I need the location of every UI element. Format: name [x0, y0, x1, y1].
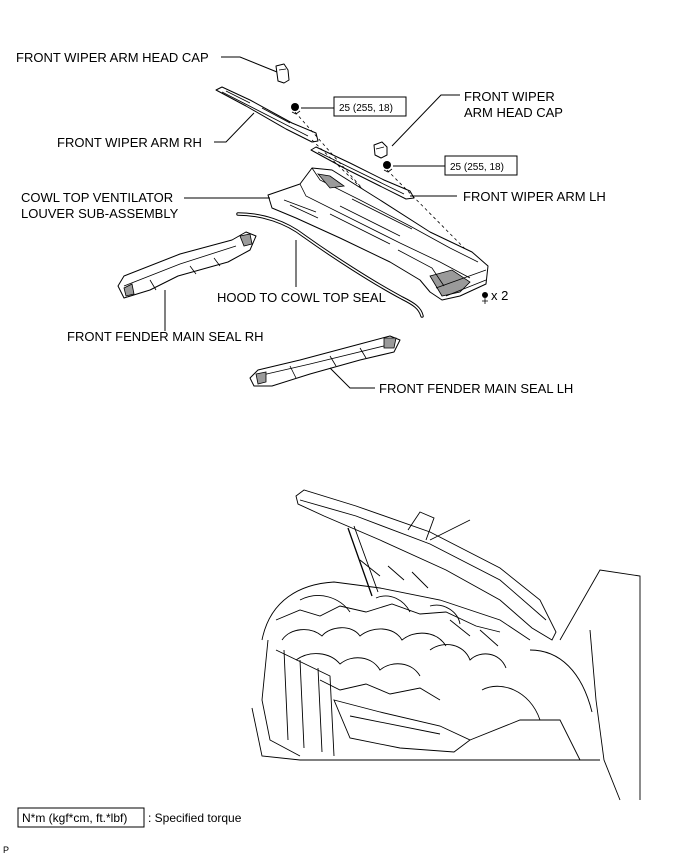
- head-cap-rh-icon: [275, 63, 290, 84]
- label-head-cap-lh-2: ARM HEAD CAP: [464, 105, 563, 120]
- wiper-arm-rh-icon: [215, 86, 319, 143]
- clip-icon: [482, 292, 488, 304]
- cowl-louver-icon: [267, 167, 489, 301]
- leader-fender-seal-lh: [329, 367, 375, 389]
- label-hood-seal: HOOD TO COWL TOP SEAL: [217, 290, 386, 305]
- wiper-arm-lh-icon: [310, 146, 415, 200]
- fender-seal-lh-icon: [249, 335, 401, 387]
- legend-description: : Specified torque: [148, 811, 242, 825]
- corner-mark: P: [3, 845, 9, 855]
- label-head-cap-rh: FRONT WIPER ARM HEAD CAP: [16, 50, 209, 65]
- torque-value-lh: 25 (255, 18): [450, 162, 504, 173]
- label-cowl-louver-1: COWL TOP VENTILATOR: [21, 190, 173, 205]
- label-head-cap-lh-1: FRONT WIPER: [464, 89, 555, 104]
- leader-head-cap-rh: [221, 56, 278, 73]
- legend-unit-box: [17, 807, 145, 828]
- legend-unit-text: N*m (kgf*cm, ft.*lbf): [22, 811, 127, 825]
- head-cap-lh-icon: [373, 141, 388, 159]
- leader-wiper-arm-rh: [214, 112, 255, 143]
- nut-rh-icon: [291, 103, 301, 115]
- label-cowl-louver-2: LOUVER SUB-ASSEMBLY: [21, 206, 179, 221]
- label-wiper-arm-lh: FRONT WIPER ARM LH: [463, 189, 606, 204]
- vehicle-locator-illustration: [251, 489, 641, 801]
- hood-seal-icon: [236, 212, 424, 318]
- leader-head-cap-lh: [391, 94, 460, 147]
- label-wiper-arm-rh: FRONT WIPER ARM RH: [57, 135, 202, 150]
- fender-seal-rh-icon: [117, 231, 257, 299]
- label-fender-seal-rh: FRONT FENDER MAIN SEAL RH: [67, 329, 263, 344]
- torque-box-rh: [333, 96, 407, 117]
- label-fender-seal-lh: FRONT FENDER MAIN SEAL LH: [379, 381, 573, 396]
- torque-value-rh: 25 (255, 18): [339, 103, 393, 114]
- nut-lh-icon: [383, 161, 393, 173]
- label-clip-qty: x 2: [491, 288, 508, 303]
- torque-box-lh: [444, 155, 518, 176]
